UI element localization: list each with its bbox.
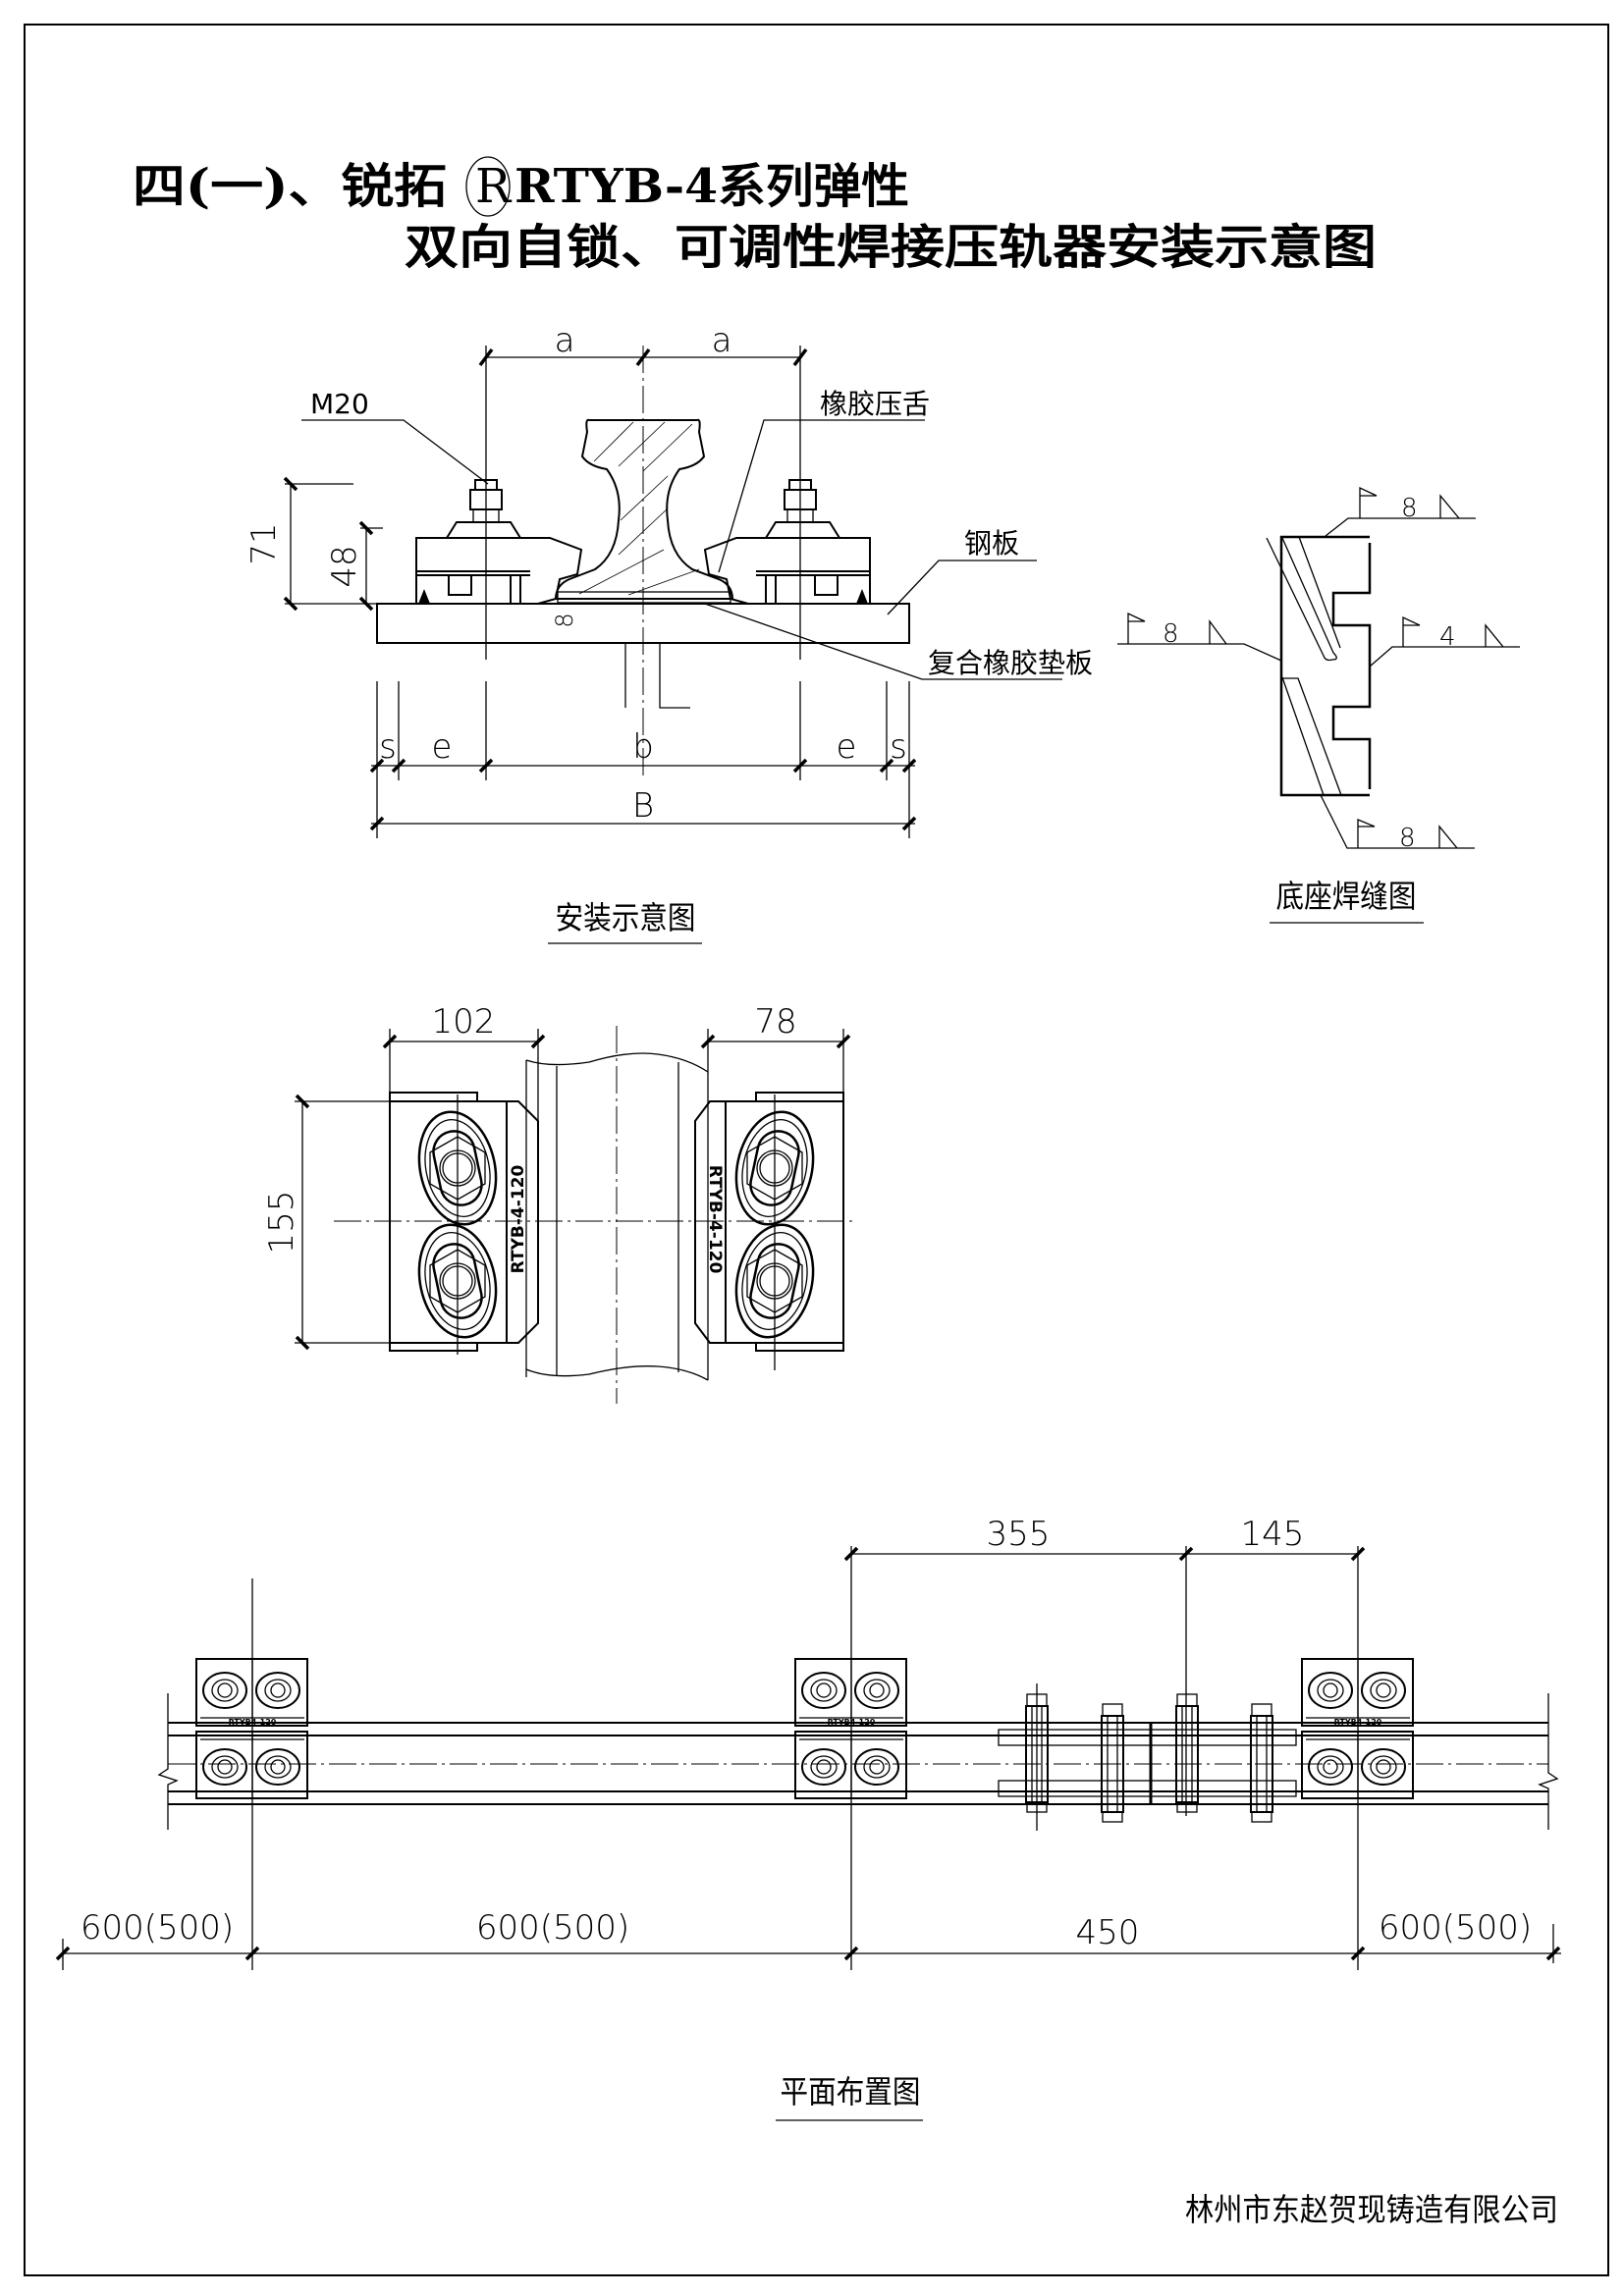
- dim-71: 71: [244, 522, 284, 564]
- label-rubber-tongue: 橡胶压舌: [820, 388, 930, 420]
- registered-mark-circle: [465, 156, 511, 217]
- rail-profile: [554, 418, 734, 600]
- weld-symbol-left: 8: [1117, 612, 1282, 662]
- clamp-1-bottom: [195, 1731, 308, 1799]
- dim-s-left: s: [379, 727, 397, 767]
- steel-base-plate: [376, 603, 910, 644]
- dim-a-right: a: [712, 321, 732, 360]
- dim-48: 48: [325, 545, 364, 587]
- caption-layout: 平面布置图: [781, 2073, 921, 2110]
- dim-102: 102: [432, 1002, 496, 1041]
- title-line1-prefix: 四(一)、锐拓: [133, 159, 447, 214]
- dim-355: 355: [987, 1515, 1051, 1554]
- dim-a-left: a: [555, 321, 575, 360]
- title-line2: 双向自锁、可调性焊接压轨器安装示意图: [405, 220, 1377, 275]
- weld-right-size: 4: [1439, 622, 1456, 652]
- model-label-right: RTYB-4-120: [705, 1165, 725, 1274]
- dim-spacing-4: 600(500): [1379, 1908, 1532, 1948]
- clamp-1-top: [195, 1658, 308, 1727]
- clamp-2-top: [794, 1658, 907, 1727]
- clamp-3-top: [1301, 1658, 1414, 1727]
- title: 四(一)、锐拓 R RTYB-4系列弹性 双向自锁、可调性焊接压轨器安装示意图: [133, 156, 1377, 275]
- caption-installation: 安装示意图: [556, 899, 696, 936]
- model-label-left: RTYB-4-120: [509, 1165, 528, 1274]
- clamp-3-bottom: [1301, 1731, 1414, 1799]
- clamp-mark-1: RTYB4-120: [229, 1718, 277, 1727]
- label-rubber-pad: 复合橡胶垫板: [928, 647, 1093, 679]
- dim-spacing-2: 600(500): [476, 1908, 629, 1948]
- installation-section-view: a a: [244, 321, 1093, 944]
- dim-e-left: e: [432, 727, 453, 767]
- clamp-mark-2: RTYB4-120: [828, 1718, 876, 1727]
- dim-155: 155: [262, 1191, 301, 1255]
- label-steel-plate: 钢板: [964, 527, 1019, 560]
- clamp-2-bottom: [794, 1731, 907, 1799]
- plan-detail-view: RTYB-4-120 RTYB-4-120 102 78 155: [262, 1002, 854, 1404]
- rail-hatch: [578, 421, 700, 596]
- weld-symbol-top: 8: [1325, 486, 1476, 537]
- anchor-stub: [624, 643, 690, 709]
- weld-top-size: 8: [1401, 494, 1418, 523]
- rail-layout: [157, 1693, 1559, 1830]
- dim-spacing-1: 600(500): [81, 1908, 234, 1948]
- bottom-dimensions: [369, 681, 917, 838]
- label-m20: M20: [310, 388, 369, 420]
- right-clamp-section: [703, 479, 871, 605]
- weld-left-size: 8: [1163, 619, 1179, 649]
- dim-b: b: [632, 727, 654, 767]
- caption-weld: 底座焊缝图: [1276, 878, 1417, 915]
- dim-B: B: [632, 786, 654, 826]
- weld-bottom-size: 8: [1399, 824, 1416, 853]
- rail-joint-fishplate: [998, 1693, 1297, 1823]
- left-clamp-plan: RTYB-4-120: [389, 1092, 539, 1355]
- title-line1-suffix: RTYB-4系列弹性: [514, 159, 909, 214]
- clamp-mark-3: RTYB4-120: [1334, 1718, 1382, 1727]
- layout-plan-view: RTYB4-120 RTYB4-120 RTYB4-120 355 145 60…: [55, 1515, 1561, 2121]
- weld-symbol-right: 4: [1369, 615, 1520, 667]
- weld-symbol-bottom: 8: [1320, 794, 1475, 853]
- dim-145: 145: [1241, 1515, 1305, 1554]
- joint-bolt-3: [1175, 1693, 1199, 1813]
- registered-mark: R: [475, 159, 513, 214]
- weld-diagram: 8 8 4 8 底座焊缝图: [1117, 486, 1520, 924]
- company-name: 林州市东赵贺现铸造有限公司: [1185, 2191, 1558, 2228]
- dim-78: 78: [754, 1002, 796, 1041]
- dim-s-right: s: [890, 727, 907, 767]
- dim-pad-8: 8: [551, 613, 578, 627]
- composite-rubber-pad: [557, 591, 731, 604]
- dim-e-right: e: [837, 727, 857, 767]
- sheet-border: [24, 24, 1609, 2276]
- dim-spacing-3: 450: [1076, 1913, 1140, 1952]
- left-clamp-section: [415, 479, 583, 605]
- right-clamp-plan: RTYB-4-120: [694, 1092, 844, 1370]
